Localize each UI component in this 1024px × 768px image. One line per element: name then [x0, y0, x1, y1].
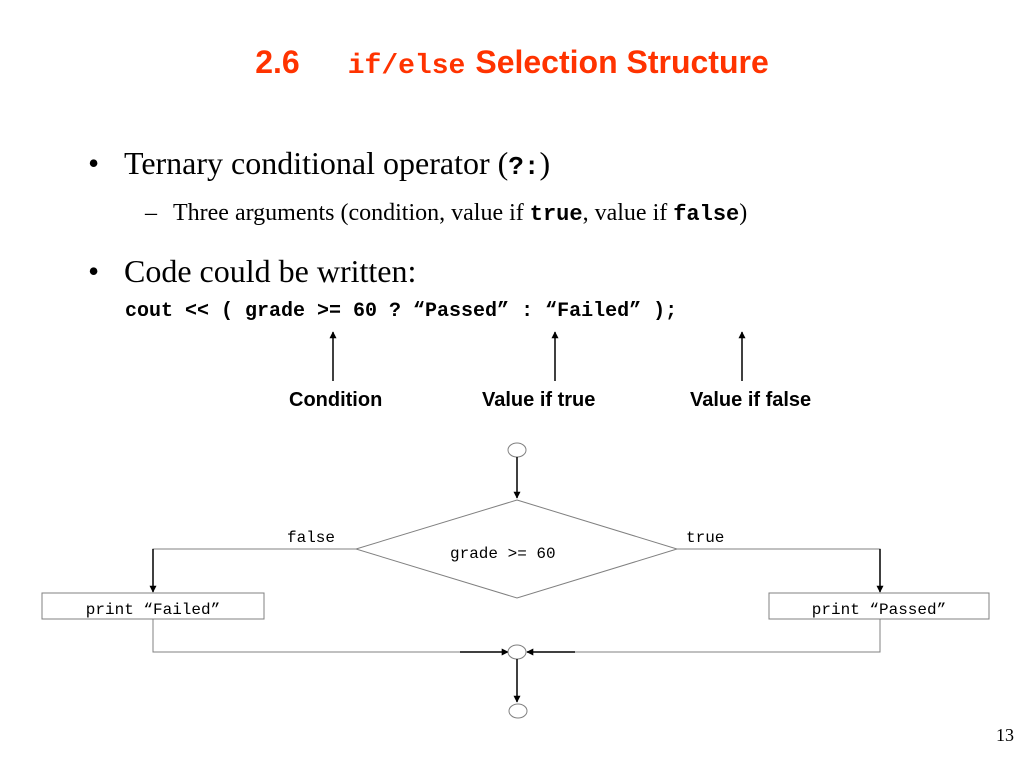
merge-line-right — [527, 619, 881, 653]
section-number: 2.6 — [255, 44, 300, 80]
false-branch-line — [152, 548, 356, 592]
keyword-true: true — [529, 202, 583, 227]
decision-text: grade >= 60 — [450, 545, 556, 563]
page-number: 13 — [996, 725, 1014, 745]
keyword-false: false — [673, 202, 740, 227]
sub-bullet-text-3: ) — [739, 200, 748, 226]
title-code: if/else — [347, 51, 466, 82]
bullet-text: Code could be written: — [124, 253, 417, 289]
bullet-marker: • — [88, 145, 100, 181]
bullet-code-written: • Code could be written: — [88, 253, 416, 290]
merge-line-left — [152, 619, 508, 653]
bullet-text-end: ) — [539, 145, 551, 181]
action-box-passed — [768, 592, 990, 620]
bullet-marker: • — [88, 253, 100, 289]
sub-bullet-text-2: , value if — [582, 200, 674, 226]
sub-bullet-marker: – — [145, 200, 157, 226]
label-value-if-true: Value if true — [482, 389, 596, 411]
slide-title: 2.6 if/else Selection Structure — [0, 44, 1024, 82]
sub-bullet-arguments: –Three arguments (condition, value if tr… — [145, 200, 747, 227]
end-node — [508, 703, 528, 719]
bullet-ternary-operator: • Ternary conditional operator (?:) — [88, 145, 550, 182]
label-condition: Condition — [289, 389, 383, 411]
sub-bullet-text-1: Three arguments (condition, value if — [173, 200, 530, 226]
bullet-text: Ternary conditional operator ( — [124, 145, 509, 181]
merge-node — [507, 644, 527, 660]
action-box-failed — [41, 592, 265, 620]
true-branch-line — [677, 548, 881, 592]
code-line: cout << ( grade >= 60 ? “Passed” : “Fail… — [125, 300, 678, 323]
action-passed-text: print “Passed” — [811, 601, 947, 619]
title-text: Selection Structure — [475, 44, 769, 80]
label-value-if-false: Value if false — [690, 389, 812, 411]
decision-diamond — [354, 499, 679, 599]
false-label: false — [287, 529, 336, 547]
action-failed-text: print “Failed” — [85, 601, 221, 619]
true-label: true — [686, 529, 725, 547]
start-node — [507, 442, 527, 458]
operator-code: ?: — [508, 152, 540, 182]
